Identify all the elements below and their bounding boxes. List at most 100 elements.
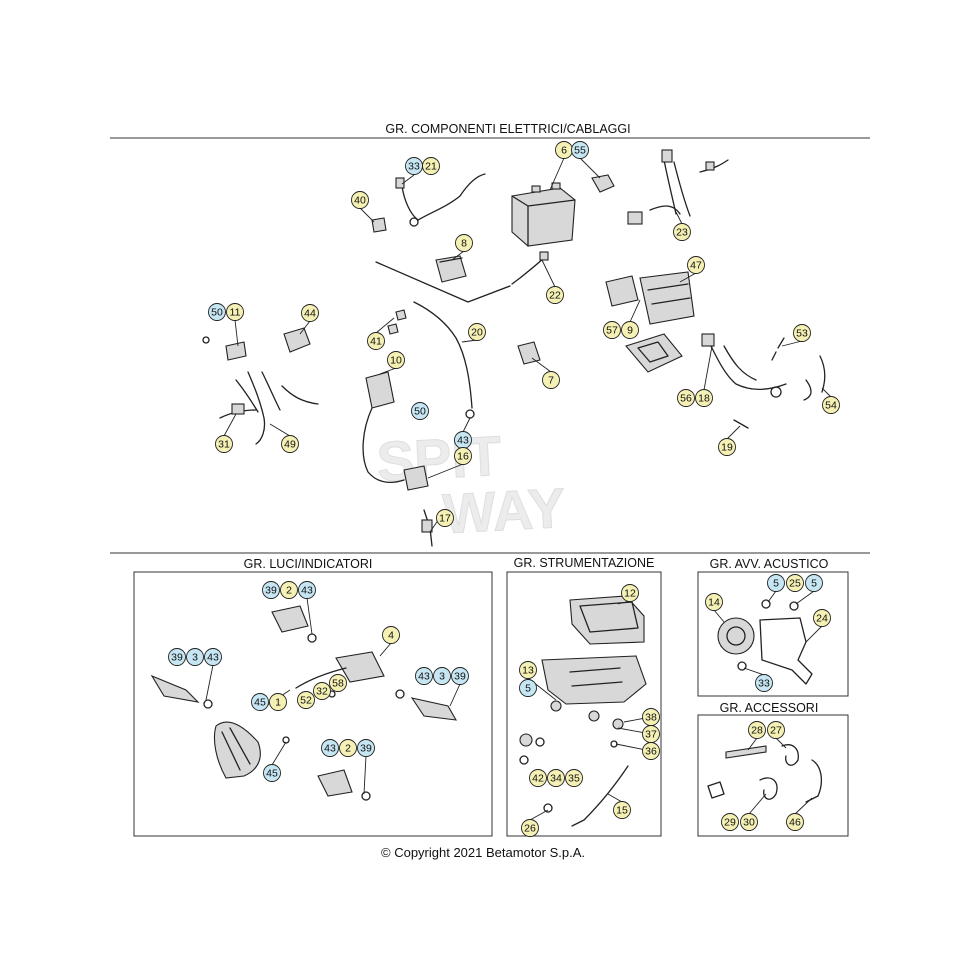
callout-number: 27 xyxy=(770,725,782,737)
part-callout: 29 xyxy=(721,813,739,831)
leader-line xyxy=(271,741,287,766)
callout-number: 37 xyxy=(645,729,657,741)
leader-line xyxy=(379,642,392,657)
part-callout: 5 xyxy=(767,574,785,592)
indicator-right-rear-part xyxy=(317,769,353,797)
callout-number: 42 xyxy=(532,773,544,785)
callout-number: 54 xyxy=(825,400,837,412)
callout-circle xyxy=(186,648,204,666)
callout-number: 2 xyxy=(345,743,351,755)
part-callout: 58 xyxy=(329,674,347,692)
part-callout: 33 xyxy=(755,674,773,692)
callout-circle xyxy=(298,581,316,599)
callout-circle xyxy=(367,332,385,350)
callout-circle xyxy=(521,819,539,837)
callout-circle xyxy=(642,742,660,760)
part-callout: 54 xyxy=(822,396,840,414)
callout-number: 30 xyxy=(743,817,755,829)
callout-circle xyxy=(382,626,400,644)
callout-circle xyxy=(301,304,319,322)
watermark-line-2: WAY xyxy=(441,476,567,545)
part-callout: 50 xyxy=(208,303,226,321)
part-callout: 11 xyxy=(226,303,244,321)
callout-number: 5 xyxy=(773,578,779,590)
callout-number: 13 xyxy=(522,665,534,677)
leader-line xyxy=(299,320,311,335)
callout-circle xyxy=(263,764,281,782)
leader-line xyxy=(549,157,565,191)
callout-number: 29 xyxy=(724,817,736,829)
callout-circle xyxy=(208,303,226,321)
callout-circle xyxy=(215,435,233,453)
callout-number: 9 xyxy=(627,325,633,337)
leader-line xyxy=(743,667,765,676)
callout-circle xyxy=(621,321,639,339)
fuse-cap-part xyxy=(591,174,615,193)
callout-number: 8 xyxy=(461,238,467,250)
callout-circle xyxy=(339,739,357,757)
callout-circle xyxy=(329,674,347,692)
callout-number: 5 xyxy=(525,683,531,695)
callout-number: 45 xyxy=(266,768,278,780)
leader-line xyxy=(781,340,803,347)
horn-bracket-part xyxy=(759,617,813,685)
leader-line xyxy=(726,425,741,440)
callout-number: 2 xyxy=(286,585,292,597)
leader-line xyxy=(234,319,239,347)
part-callout: 5 xyxy=(519,679,537,697)
part-callout: 25 xyxy=(786,574,804,592)
section-title-main: GR. COMPONENTI ELETTRICI/CABLAGGI xyxy=(385,122,630,136)
part-callout: 12 xyxy=(621,584,639,602)
indicator-left-rear-part xyxy=(271,605,309,633)
part-callout: 16 xyxy=(454,447,472,465)
cable-46-part xyxy=(805,759,823,803)
callout-circle xyxy=(281,435,299,453)
battery-cable-part xyxy=(401,173,486,221)
frame-line xyxy=(375,261,511,303)
leader-line xyxy=(821,387,832,398)
callout-number: 14 xyxy=(708,597,720,609)
callout-number: 32 xyxy=(316,686,328,698)
leader-line xyxy=(531,357,552,373)
callout-number: 33 xyxy=(408,161,420,173)
callout-circle xyxy=(755,674,773,692)
callout-number: 39 xyxy=(360,743,372,755)
leader-line xyxy=(767,590,777,603)
callout-circle xyxy=(168,648,186,666)
leader-line xyxy=(462,417,471,433)
leader-line xyxy=(795,590,815,605)
callout-circle xyxy=(677,389,695,407)
horn-part xyxy=(717,617,755,655)
strap-28-part xyxy=(725,745,767,759)
ecu-holder-part xyxy=(625,333,683,373)
section-title-acust: GR. AVV. ACUSTICO xyxy=(710,557,829,571)
rubber-7-part xyxy=(517,341,541,365)
callout-number: 38 xyxy=(645,712,657,724)
leader-line xyxy=(401,174,415,185)
callout-circle xyxy=(468,323,486,341)
part-callout: 20 xyxy=(468,323,486,341)
part-callout: 45 xyxy=(251,693,269,711)
part-callout: 8 xyxy=(455,234,473,252)
callout-circle xyxy=(351,191,369,209)
callout-number: 43 xyxy=(457,435,469,447)
part-callout: 43 xyxy=(204,648,222,666)
callout-circle xyxy=(805,574,823,592)
part-callout: 23 xyxy=(673,223,691,241)
callout-number: 22 xyxy=(549,290,561,302)
callout-number: 58 xyxy=(332,678,344,690)
part-callout: 5 xyxy=(805,574,823,592)
part-callout: 57 xyxy=(603,321,621,339)
battery-part xyxy=(511,187,576,247)
section-title-strum: GR. STRUMENTAZIONE xyxy=(514,556,655,570)
part-callout: 17 xyxy=(436,509,454,527)
acust-frame xyxy=(697,571,849,697)
callout-number: 17 xyxy=(439,513,451,525)
clamp-27-part xyxy=(781,744,799,766)
callout-number: 34 xyxy=(550,773,562,785)
leader-line xyxy=(269,423,291,437)
callout-number: 36 xyxy=(645,746,657,758)
callout-number: 18 xyxy=(698,393,710,405)
rear-light-cable-part xyxy=(295,667,347,689)
part-callout: 18 xyxy=(695,389,713,407)
